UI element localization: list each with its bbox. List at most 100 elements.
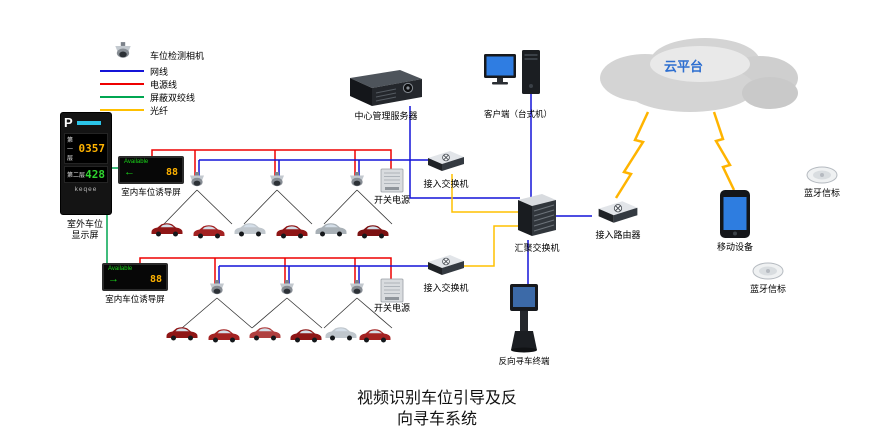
lightning-cloud-to-router-icon [614,111,650,199]
parking-camera-icon [280,280,294,295]
access-switch2-icon [427,254,465,276]
screen-status-text: Available [108,266,133,272]
pillar-accent-bar [76,121,101,125]
fiber-switch2-to-core [464,225,518,267]
led-row-name: 第一层 [67,138,74,162]
server-label: 中心管理服务器 [354,111,418,121]
bluetooth-beacon1-label: 蓝牙信标 [803,188,840,198]
car-icon [193,225,225,239]
screen-status-text: Available [124,159,149,165]
access-router-icon [598,200,638,224]
legend-twisted-pair-label: 屏蔽双绞线 [150,93,196,103]
legend-power-line-sample [100,83,144,85]
network-bus-row2 [218,265,432,286]
bluetooth-beacon2-label: 蓝牙信标 [749,284,786,294]
access-switch2-label: 接入交换机 [423,283,469,293]
led-row-value: 0357 [78,142,106,155]
indoor-screen1-label: 室内车位诱导屏 [121,187,181,197]
mobile-device-label: 移动设备 [716,242,753,252]
camera-fov-lines [163,189,393,329]
kiosk-label: 反向寻车终端 [498,356,550,366]
arrow-right-icon: → [108,273,119,285]
parking-camera-icon [190,172,204,187]
pillar-header: P [64,115,108,131]
car-icon [208,329,240,343]
legend-camera-icon [115,42,131,58]
parked-cars-row2 [166,327,391,343]
screen-content-row: ← 88 [124,166,178,178]
parking-camera-icon [210,280,224,295]
led-row-value: 428 [85,168,105,181]
access-router-label: 接入路由器 [595,230,641,240]
legend-power-line-label: 电源线 [150,80,178,90]
parking-camera-icon [270,172,284,187]
fiber-switch1-to-core [451,174,518,213]
car-icon [357,225,389,239]
indoor-screen2-label: 室内车位诱导屏 [105,294,165,304]
outdoor-display-label-line1: 室外车位 [66,219,103,229]
screen-count: 88 [165,166,178,178]
client-label: 客户端（台式机） [483,109,552,119]
bluetooth-beacon2-icon [752,262,784,280]
car-icon [359,329,391,343]
screen-count: 88 [149,273,162,285]
fiber-lines [451,174,518,267]
parking-camera-icon [350,172,364,187]
car-icon [315,223,347,237]
power-supply1-icon [380,168,404,193]
outdoor-display-pillar: P 第一层 0357 第二层 428 keqee [60,112,112,215]
car-icon [151,223,183,237]
access-switch1-label: 接入交换机 [423,179,469,189]
legend-fiber-label: 光纤 [150,106,169,116]
screen-content-row: → 88 [108,273,162,285]
led-row-name: 第二层 [67,173,86,179]
lightning-cloud-to-mobile-icon [712,111,736,191]
diagram-title: 视频识别车位引导及反 向寻车系统 [297,388,577,430]
power-supply1-label: 开关电源 [373,195,410,205]
led-row-1: 第一层 0357 [64,133,108,164]
diagram-title-line2: 向寻车系统 [396,411,477,428]
power-bus-row2 [139,257,392,286]
legend-twisted-pair-sample [100,96,144,98]
mobile-device-icon [720,190,750,238]
car-icon [249,327,281,341]
indoor-guidance-screen-1: Available ← 88 [118,156,184,184]
arrow-left-icon: ← [124,166,135,178]
car-icon [325,327,357,341]
parking-logo: P [64,115,73,130]
diagram-title-line1: 视频识别车位引导及反 [356,390,517,407]
network-lines [198,94,592,286]
wireless-links [614,111,736,199]
outdoor-display-label: 室外车位 显示屏 [55,219,115,241]
aggregation-switch-icon [517,193,557,237]
legend-network-line-label: 网线 [150,67,169,77]
outdoor-display-label-line2: 显示屏 [71,229,99,240]
parked-cars-row1 [151,223,389,239]
pillar-brand: keqee [74,186,98,193]
power-supply2-icon [380,278,404,303]
legend-camera-label: 车位检测相机 [150,51,205,61]
car-icon [290,329,322,343]
power-bus-row1 [151,149,392,178]
client-pc-icon [484,50,540,94]
power-supply2-label: 开关电源 [373,303,410,313]
cloud-platform-icon [600,38,798,112]
network-bus-row1 [198,159,432,178]
power-lines [139,149,392,286]
central-server-icon [350,70,422,106]
parking-camera-icon [350,280,364,295]
legend-network-line-sample [100,70,144,72]
cloud-platform-label: 云平台 [664,59,704,74]
wayfinding-kiosk-icon [510,284,538,353]
aggregation-switch-label: 汇聚交换机 [514,243,560,253]
car-icon [234,223,266,237]
car-icon [276,225,308,239]
led-row-2: 第二层 428 [64,166,108,183]
legend-fiber-sample [100,109,144,111]
indoor-guidance-screen-2: Available → 88 [102,263,168,291]
server-to-core-line [409,106,520,199]
access-switch1-icon [427,150,465,172]
car-icon [166,327,198,341]
